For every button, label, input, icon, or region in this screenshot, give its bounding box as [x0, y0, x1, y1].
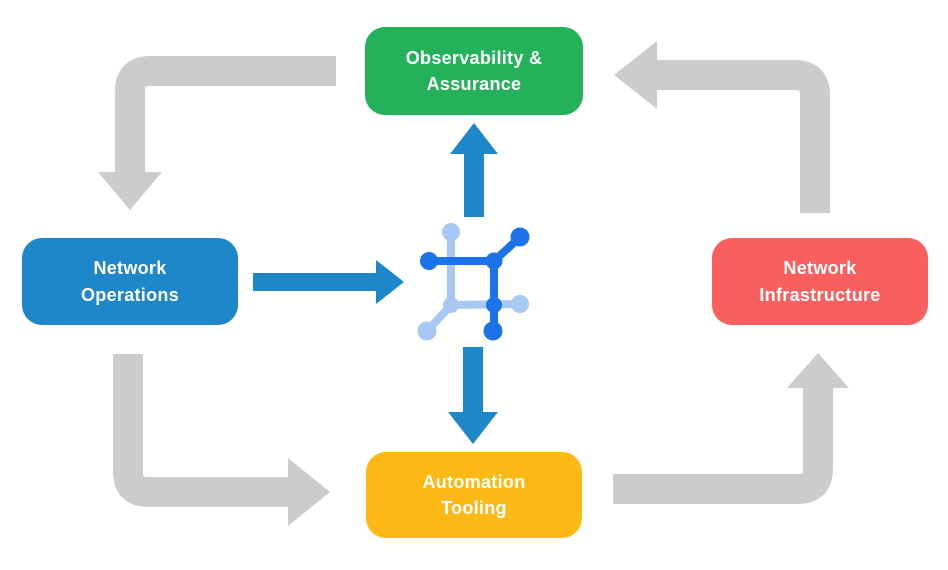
node-infrastructure-label: Network Infrastructure: [759, 258, 881, 305]
node-network-operations: Network Operations: [22, 238, 238, 325]
cycle-arrow-observability-to-operations: [98, 56, 336, 210]
flow-arrow-center-to-observability: [450, 123, 498, 217]
cycle-arrow-automation-to-infrastructure: [613, 353, 849, 504]
node-automation-tooling: Automation Tooling: [366, 452, 582, 538]
node-observability-assurance: Observability & Assurance: [365, 27, 583, 115]
flow-arrow-center-to-automation: [448, 347, 498, 444]
node-observability-label: Observability & Assurance: [405, 47, 543, 94]
flow-arrow-operations-to-center: [253, 260, 404, 304]
node-operations-label: Network Operations: [80, 258, 180, 305]
network-mesh-icon: [417, 223, 530, 341]
cycle-arrow-infrastructure-to-observability: [614, 41, 830, 213]
node-network-infrastructure: Network Infrastructure: [712, 238, 928, 325]
node-automation-label: Automation Tooling: [422, 471, 526, 518]
cycle-arrow-operations-to-automation: [113, 354, 330, 526]
